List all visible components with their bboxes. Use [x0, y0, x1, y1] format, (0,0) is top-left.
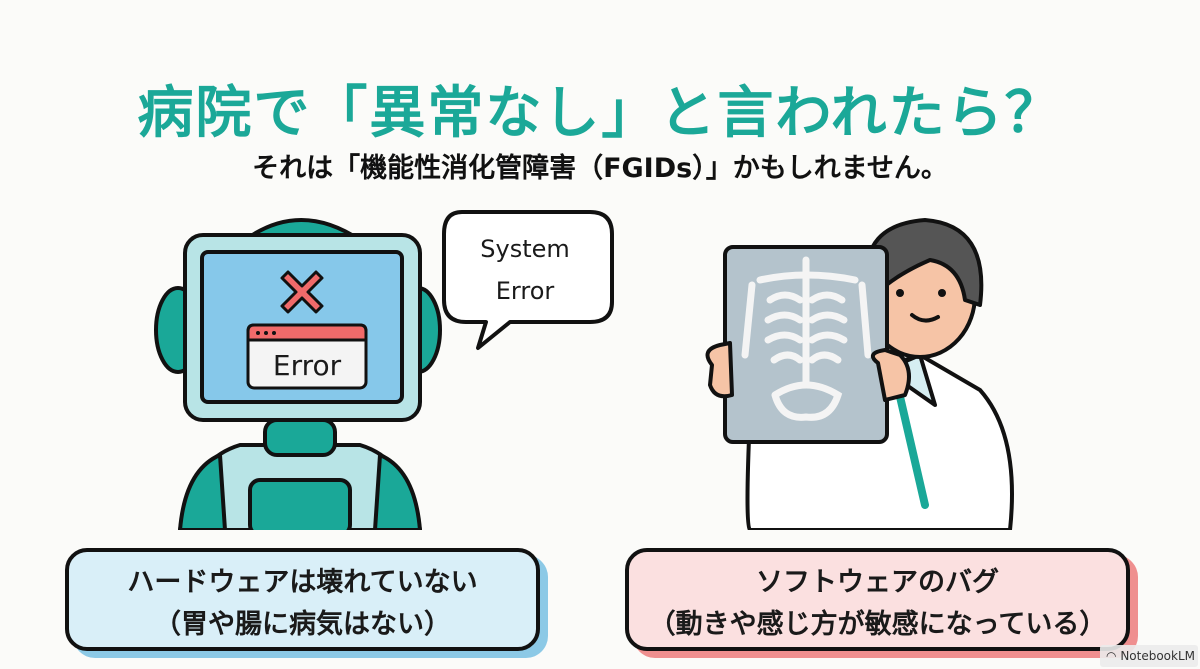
error-x-icon [280, 270, 324, 314]
speech-bubble [442, 210, 614, 350]
error-dialog-label: Error [272, 349, 342, 382]
hardware-card-line2: （胃や腸に病気はない） [154, 609, 451, 640]
software-card-line1: ソフトウェアのバグ [756, 567, 999, 598]
speech-line-2: Error [495, 277, 555, 305]
xray-skeleton-icon [741, 256, 872, 421]
error-dialog [246, 323, 368, 390]
software-card: ソフトウェアのバグ （動きや感じ方が敏感になっている） [625, 548, 1130, 651]
speech-bubble-text: System Error [455, 228, 595, 312]
doctor-illustration [705, 218, 1014, 530]
notebooklm-logo-icon: ◠ [1106, 649, 1117, 663]
software-card-line2: （動きや感じ方が敏感になっている） [648, 609, 1107, 640]
watermark-label: NotebookLM [1120, 649, 1196, 663]
hardware-card: ハードウェアは壊れていない （胃や腸に病気はない） [65, 548, 540, 651]
slide-title: 病院で「異常なし」と言われたら？ [137, 81, 1063, 146]
hardware-card-line1: ハードウェアは壊れていない [127, 567, 478, 598]
speech-line-1: System [480, 235, 570, 263]
slide-subtitle: それは「機能性消化管障害（FGIDs）」かもしれません。 [252, 153, 948, 184]
robot-illustration [154, 218, 442, 530]
notebooklm-watermark: ◠ NotebookLM [1100, 645, 1198, 667]
